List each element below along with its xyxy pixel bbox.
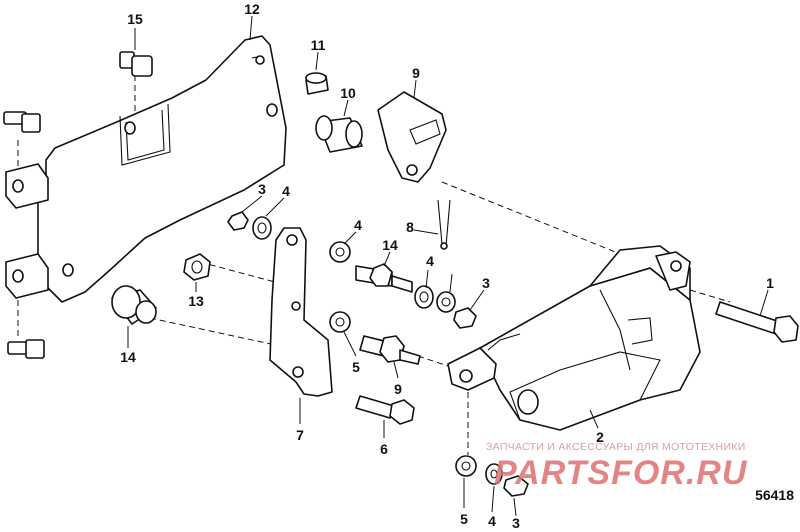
callout-3-right: 3 xyxy=(482,275,490,291)
diagram-code: 56418 xyxy=(755,487,794,503)
washer-right-group xyxy=(414,285,477,329)
callout-14-spacer: 14 xyxy=(120,349,136,365)
clevis xyxy=(377,91,447,183)
bottom-hardware xyxy=(455,455,529,497)
callout-7: 7 xyxy=(296,427,304,443)
bolt-top-left xyxy=(3,111,41,133)
callout-3-left: 3 xyxy=(258,181,266,197)
callout-4-left: 4 xyxy=(282,183,290,199)
callout-4-bottom: 4 xyxy=(488,513,496,529)
assembly-lines xyxy=(17,75,731,455)
callout-11: 11 xyxy=(311,37,326,53)
callout-14-stud: 14 xyxy=(382,237,398,253)
bolt-1 xyxy=(715,301,799,343)
callout-10: 10 xyxy=(340,85,356,101)
washer-4a xyxy=(329,241,351,263)
washer-5 xyxy=(329,311,351,333)
callout-4-mid: 4 xyxy=(426,253,434,269)
bolt-15 xyxy=(119,51,153,77)
callout-15: 15 xyxy=(127,11,143,27)
actuator-motor xyxy=(447,245,701,431)
cotter-pin xyxy=(437,199,451,250)
callout-5-mid: 5 xyxy=(352,359,360,375)
callout-12: 12 xyxy=(244,1,260,17)
watermark-subtitle: ЗАПЧАСТИ И АКСЕССУАРЫ ДЛЯ МОТОТЕХНИКИ xyxy=(486,441,746,453)
nut-13 xyxy=(183,253,211,281)
callout-8: 8 xyxy=(406,219,414,235)
bolt-bottom-left xyxy=(7,339,45,359)
leader-lines xyxy=(127,15,769,517)
callout-5-bottom: 5 xyxy=(460,511,468,527)
callout-4-upper: 4 xyxy=(354,217,362,233)
washer-nut-left xyxy=(227,211,272,240)
stud-9 xyxy=(359,335,421,365)
watermark-brand: PARTSFOR.RU xyxy=(494,454,748,492)
callout-6: 6 xyxy=(380,441,388,457)
stud-14 xyxy=(355,263,413,293)
callout-9-stud: 9 xyxy=(394,381,402,397)
link-arm xyxy=(269,227,333,397)
callout-9-clevis: 9 xyxy=(412,65,420,81)
callout-13: 13 xyxy=(188,293,204,309)
callout-numbers: 15 12 11 10 9 3 4 8 14 4 4 3 13 14 5 9 7… xyxy=(120,1,774,531)
bolt-6 xyxy=(355,395,415,425)
bushing-10 xyxy=(315,115,363,153)
watermark: ЗАПЧАСТИ И АКСЕССУАРЫ ДЛЯ МОТОТЕХНИКИ PA… xyxy=(486,441,748,492)
spacer-14 xyxy=(111,285,157,325)
callout-3-bottom: 3 xyxy=(512,515,520,531)
mounting-bracket xyxy=(5,35,287,303)
callout-1: 1 xyxy=(766,275,774,291)
cap xyxy=(305,72,329,95)
callout-2: 2 xyxy=(596,429,604,445)
